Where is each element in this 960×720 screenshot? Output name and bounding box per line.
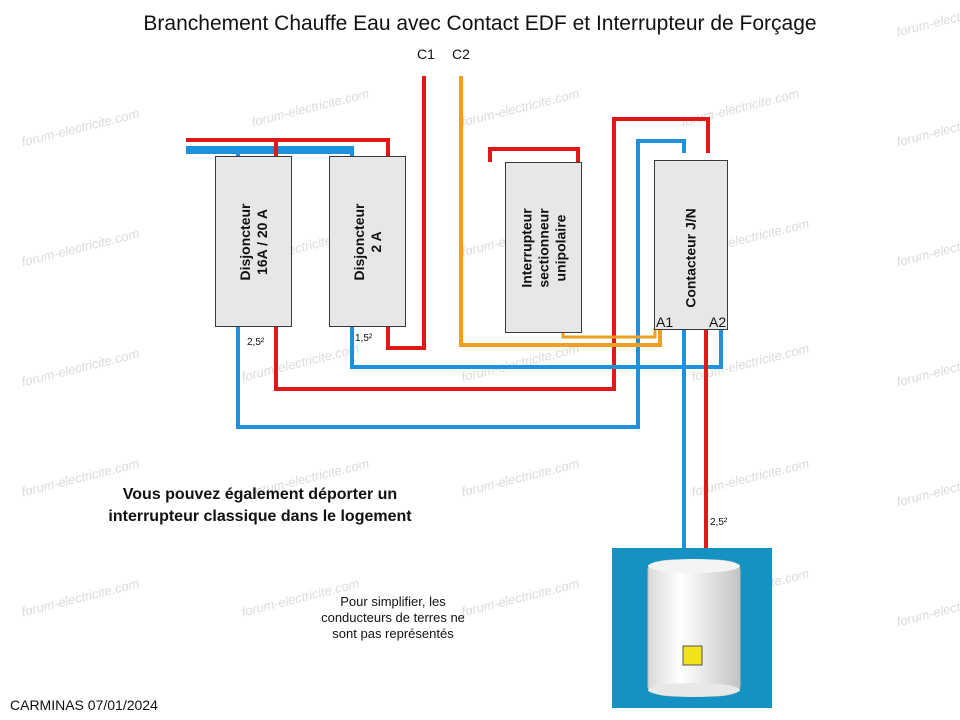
water-heater-icon xyxy=(647,559,741,697)
simplify-note: Pour simplifier, les conducteurs de terr… xyxy=(321,594,465,641)
supply-phase-wire xyxy=(186,138,390,157)
control-neutral-to-a2 xyxy=(350,326,723,369)
wire-section-main: 2,5² xyxy=(247,337,265,348)
wire-section-heater: 2,5² xyxy=(710,517,728,528)
deport-note-line1: Vous pouvez également déporter un xyxy=(122,486,398,503)
control-phase-to-c1 xyxy=(386,76,426,350)
breaker-16-20a-rating: 16A / 20 A xyxy=(253,208,270,275)
c2-return-wire xyxy=(459,76,662,347)
breaker-2a: Disjoncteur 2 A xyxy=(329,156,406,327)
breaker-2a-label: Disjoncteur xyxy=(350,202,367,281)
main-neutral-output xyxy=(236,139,686,429)
wire-section-control: 1,5² xyxy=(355,333,373,344)
deport-note-line2: interrupteur classique dans le logement xyxy=(108,508,412,525)
author-credit: CARMINAS 07/01/2024 xyxy=(10,697,158,713)
terminal-a1: A1 xyxy=(656,314,674,330)
isolator-switch-label-2: sectionneur xyxy=(535,207,551,288)
isolator-switch: Interrupteur sectionneur unipolaire xyxy=(505,162,582,333)
deport-note: Vous pouvez également déporter un interr… xyxy=(60,484,460,528)
diagram-title: Branchement Chauffe Eau avec Contact EDF… xyxy=(143,12,817,35)
terminal-c2: C2 xyxy=(452,46,470,62)
terminal-c1: C1 xyxy=(417,46,435,62)
main-phase-output xyxy=(274,117,710,391)
terminal-a2: A2 xyxy=(709,314,727,330)
breaker-16-20a-label: Disjoncteur xyxy=(236,202,253,281)
breaker-2a-rating: 2 A xyxy=(367,230,384,253)
interrupteur-feed-wire xyxy=(488,147,580,162)
heater-indicator xyxy=(682,645,703,666)
contactor-jn: Contacteur J/N xyxy=(654,160,728,330)
interrupteur-bypass-wire xyxy=(561,328,657,339)
isolator-switch-label-3: unipolaire xyxy=(552,214,568,281)
isolator-switch-label-1: Interrupteur xyxy=(518,207,534,288)
contactor-jn-label: Contacteur J/N xyxy=(682,208,699,309)
breaker-16-20a: Disjoncteur 16A / 20 A xyxy=(215,156,292,327)
